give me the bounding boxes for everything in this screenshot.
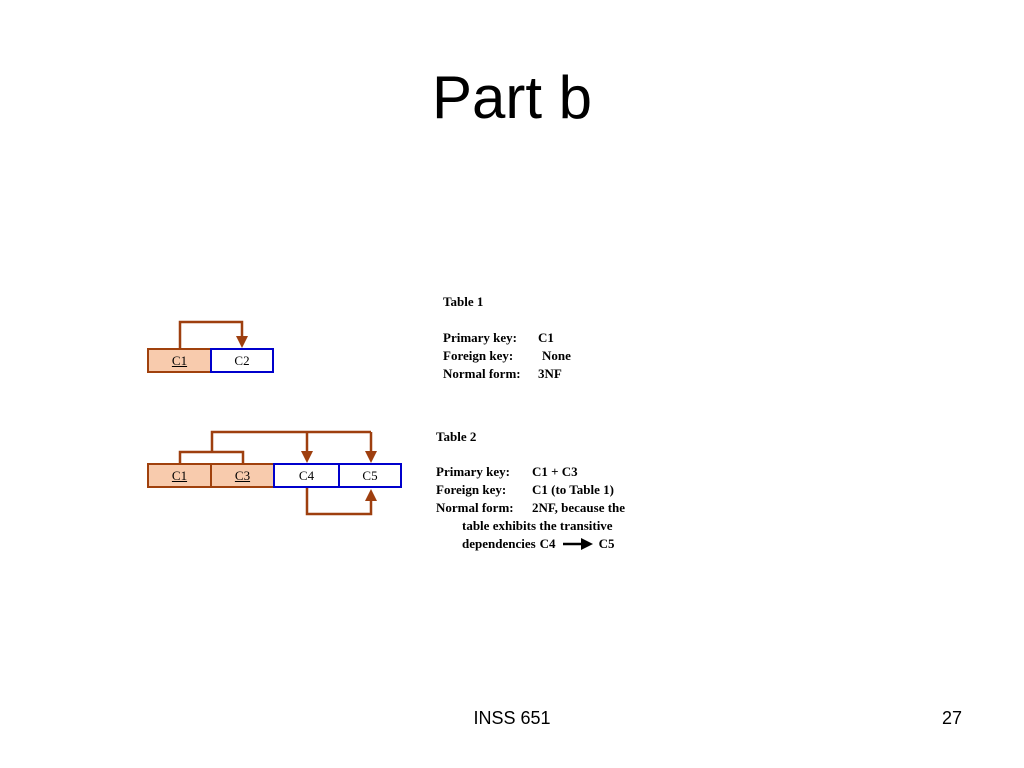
table2-cell-c1: C1: [147, 463, 212, 488]
cell-label: C3: [234, 468, 251, 483]
table2-primary-key-value: C1 + C3: [532, 464, 578, 479]
dependency-from: C4: [539, 536, 556, 551]
table2-transitive-dependency-c4-c5: [305, 488, 373, 516]
table1-foreign-key-label: Foreign key:: [443, 348, 514, 363]
table2-composite-key-bracket: [178, 450, 245, 463]
table2-normal-form-value: 2NF, because the: [532, 500, 626, 515]
arrowhead-icon: [236, 336, 248, 348]
table1-normal-form-label: Normal form:: [443, 366, 521, 381]
table1-cell-c2: C2: [210, 348, 274, 373]
cell-label: C4: [298, 468, 315, 483]
slide-title: Part b: [431, 64, 593, 131]
table2-cell-c3: C3: [210, 463, 275, 488]
arrowhead-icon: [365, 451, 377, 463]
footer-course: INSS 651: [473, 708, 551, 728]
dependencies-label: dependencies: [462, 536, 536, 551]
table1-foreign-key-value: None: [542, 348, 571, 363]
table1-dependency-c1-c2: [178, 320, 244, 348]
table2-cell-c4: C4: [273, 463, 340, 488]
dependency-to: C5: [598, 536, 615, 551]
table1-normal-form-value: 3NF: [538, 366, 562, 381]
table2-key-dependency-line: [210, 430, 371, 452]
table1-heading: Table 1: [443, 294, 484, 309]
table2-primary-key-label: Primary key:: [436, 464, 511, 479]
page-number: 27: [941, 708, 962, 728]
table1-primary-key-value: C1: [538, 330, 554, 345]
right-arrow-icon: [562, 538, 593, 550]
table2-foreign-key-value: C1 (to Table 1): [532, 482, 614, 497]
arrowhead-icon: [365, 489, 377, 501]
table2-cell-c5: C5: [338, 463, 402, 488]
arrowhead-icon: [301, 451, 313, 463]
cell-label: C1: [171, 468, 188, 483]
table2-heading: Table 2: [436, 429, 477, 444]
table2-normal-form-continuation: table exhibits the transitive: [462, 518, 613, 533]
table2-normal-form-label: Normal form:: [436, 500, 514, 515]
cell-label: C1: [171, 353, 188, 368]
table2-foreign-key-label: Foreign key:: [436, 482, 507, 497]
table1-cell-c1: C1: [147, 348, 212, 373]
cell-label: C2: [234, 353, 250, 368]
table2-transitive-dependency-text: dependencies C4 C5: [462, 535, 614, 553]
table1-primary-key-label: Primary key:: [443, 330, 518, 345]
cell-label: C5: [362, 468, 378, 483]
